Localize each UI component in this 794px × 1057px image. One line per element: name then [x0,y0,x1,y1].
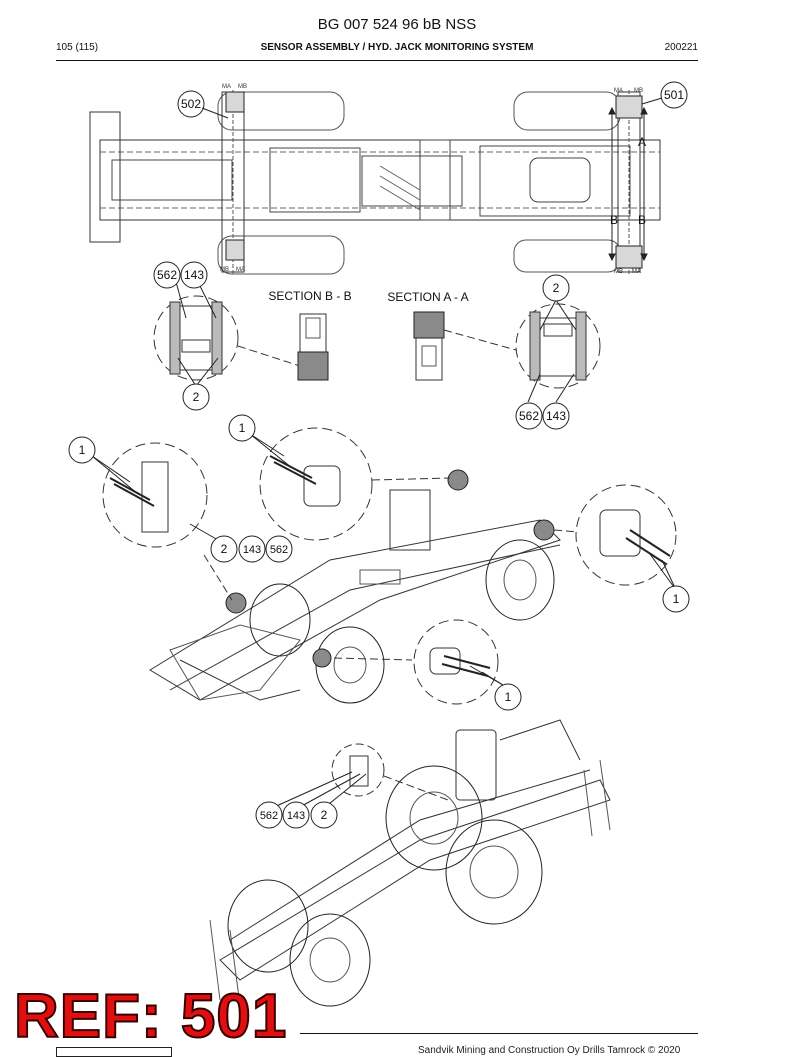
callout-label: 2 [221,542,228,556]
section-letter-b: B [610,213,618,227]
callout-label: 143 [243,544,261,556]
callout-bubble [182,383,210,411]
section-letter-b: B [638,213,646,227]
header-rule [56,60,698,61]
callout-bubble [238,535,266,563]
date-code: 200221 [664,42,698,53]
footer-copyright: Sandvik Mining and Construction Oy Drill… [418,1045,681,1056]
callout-bubble [265,535,293,563]
callout-label: 1 [505,690,512,704]
marker-ma: MA [222,84,231,90]
marker-mb: MB [220,267,229,273]
callout-bubble [660,81,688,109]
section-b-label: SECTION B - B [268,289,351,303]
callout-bubble [68,436,96,464]
callout-bubble [494,683,522,711]
callout-bubble [180,261,208,289]
callout-label: 2 [321,808,328,822]
detail-circle [153,295,239,381]
callout-label: 1 [79,443,86,457]
top-view-chassis [89,90,661,276]
isometric-view-lower [209,719,611,1007]
callout-bubble [662,585,690,613]
detail-circle [413,619,499,705]
document-id: BG 007 524 96 bB NSS [317,16,477,33]
callout-label: 562 [270,544,288,556]
section-letter-a: A [638,135,646,149]
callout-label: 1 [673,592,680,606]
footer-rule [300,1033,698,1034]
callout-label: 562 [519,409,539,423]
callout-label: 143 [184,268,204,282]
callout-label: 562 [260,810,278,822]
callout-bubble [177,90,205,118]
detail-circle [575,484,677,586]
marker-mb: MB [614,269,623,275]
callout-bubble [542,402,570,430]
isometric-view-upper [149,489,561,704]
detail-circle [259,427,373,541]
marker-mb: MB [634,88,643,94]
callout-label: 502 [181,97,201,111]
section-title: SENSOR ASSEMBLY / HYD. JACK MONITORING S… [260,42,534,53]
footer-logo [56,1047,172,1057]
callout-bubble [310,801,338,829]
marker-ma: MA [614,88,623,94]
detail-circle [331,743,385,797]
callout-label: 562 [157,268,177,282]
callout-bubble [153,261,181,289]
marker-ma: MA [236,267,245,273]
callout-label: 501 [664,88,684,102]
marker-mb: MB [238,84,247,90]
detail-circle [515,303,601,389]
page-number: 105 (115) [56,42,99,53]
callout-label: 143 [546,409,566,423]
callout-label: 1 [239,421,246,435]
detail-circle [102,442,208,548]
callout-bubble [515,402,543,430]
callout-bubble [282,801,310,829]
reference-watermark: REF: 501 [13,982,288,1051]
callout-bubble [542,274,570,302]
callout-label: 143 [287,810,305,822]
callout-bubble [210,535,238,563]
marker-ma: MA [632,269,641,275]
callout-bubble [228,414,256,442]
callout-label: 2 [553,281,560,295]
callout-bubble [255,801,283,829]
callout-label: 2 [193,390,200,404]
section-a-label: SECTION A - A [387,290,468,304]
